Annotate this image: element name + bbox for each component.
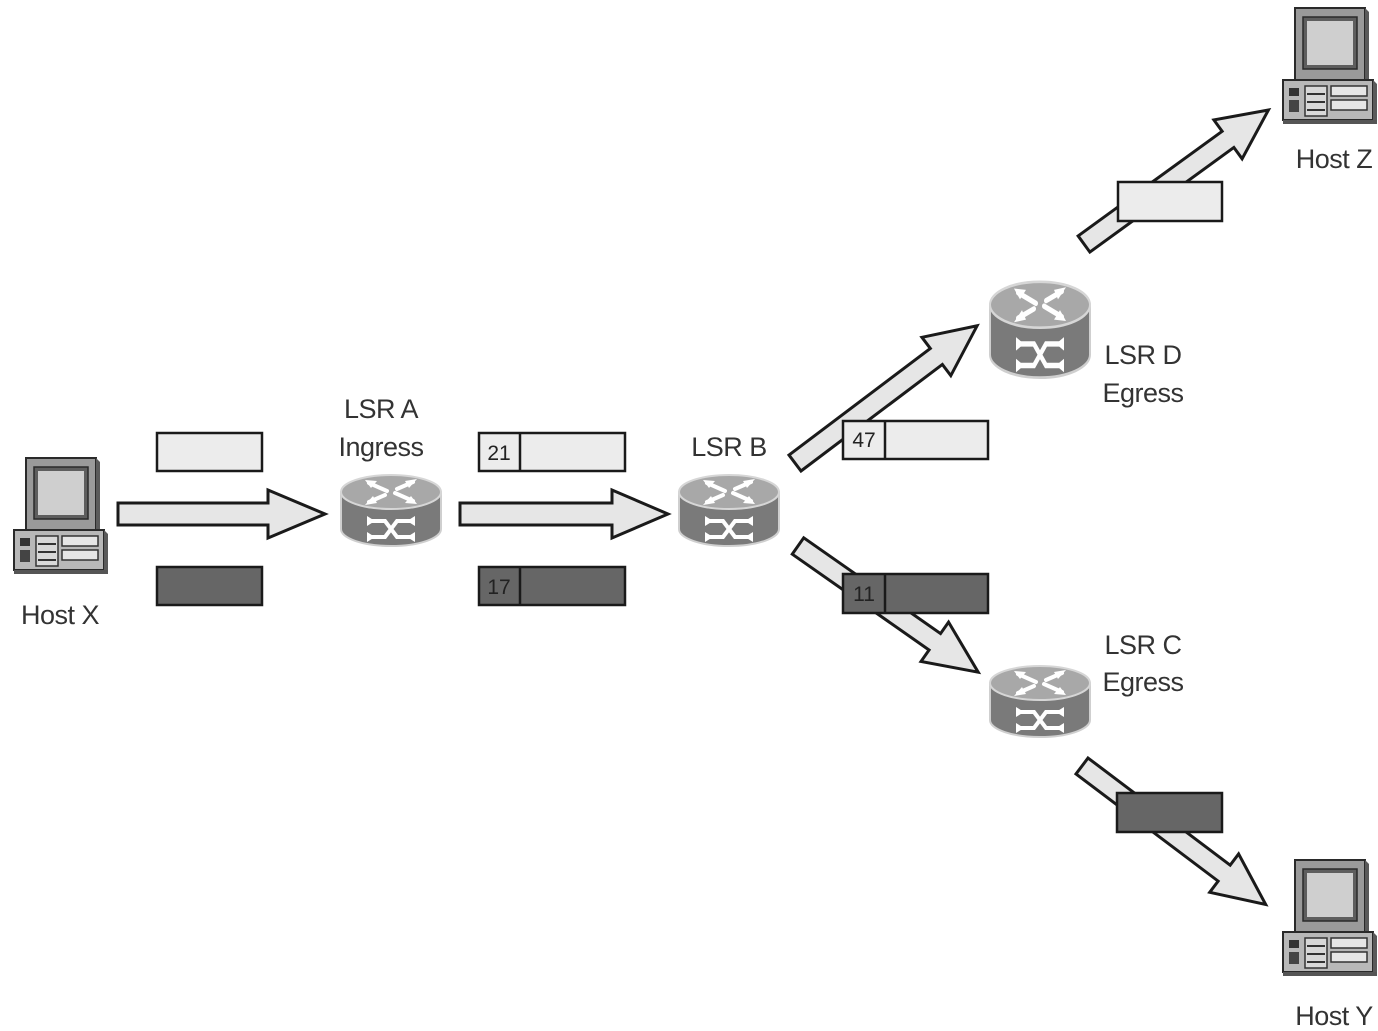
- labeled-packet-11: 11: [843, 574, 988, 613]
- lsr-d-name: LSR D: [1104, 340, 1181, 370]
- label-value-21: 21: [487, 442, 510, 465]
- router-icon-lsr-c: [990, 666, 1090, 737]
- lsr-d-role: Egress: [1102, 378, 1183, 408]
- packet-dark-hostx: [157, 567, 262, 605]
- label-value-11: 11: [853, 583, 875, 606]
- packet-light-hostz: [1118, 182, 1222, 221]
- lsr-a-name: LSR A: [344, 394, 419, 424]
- router-icon-lsr-b: [679, 475, 779, 546]
- arrow-hostx-to-lsra: [118, 490, 325, 538]
- packet-light-hostx: [157, 433, 262, 471]
- packet-dark-hosty: [1117, 793, 1222, 832]
- computer-icon-host-z: [1283, 8, 1377, 124]
- labeled-packet-21: 21: [479, 433, 625, 471]
- router-icon-lsr-d: [990, 282, 1090, 378]
- lsr-c-name: LSR C: [1104, 630, 1181, 660]
- arrow-lsrd-to-hostz: [1070, 91, 1283, 264]
- labeled-packet-17: 17: [479, 567, 625, 605]
- computer-icon-host-x: [14, 458, 108, 574]
- label-value-47: 47: [852, 429, 875, 452]
- lsr-b-name: LSR B: [691, 432, 767, 462]
- host-z-label: Host Z: [1296, 144, 1373, 174]
- host-y-label: Host Y: [1295, 1001, 1373, 1031]
- router-icon-lsr-a: [341, 475, 441, 546]
- lsr-a-role: Ingress: [338, 432, 423, 462]
- labeled-packet-47: 47: [843, 421, 988, 459]
- arrow-lsrc-to-hosty: [1068, 747, 1281, 924]
- lsr-c-role: Egress: [1102, 667, 1183, 697]
- computer-icon-host-y: [1283, 860, 1377, 976]
- arrow-lsra-to-lsrb: [460, 490, 668, 538]
- host-x-label: Host X: [21, 600, 100, 630]
- label-value-17: 17: [487, 576, 510, 599]
